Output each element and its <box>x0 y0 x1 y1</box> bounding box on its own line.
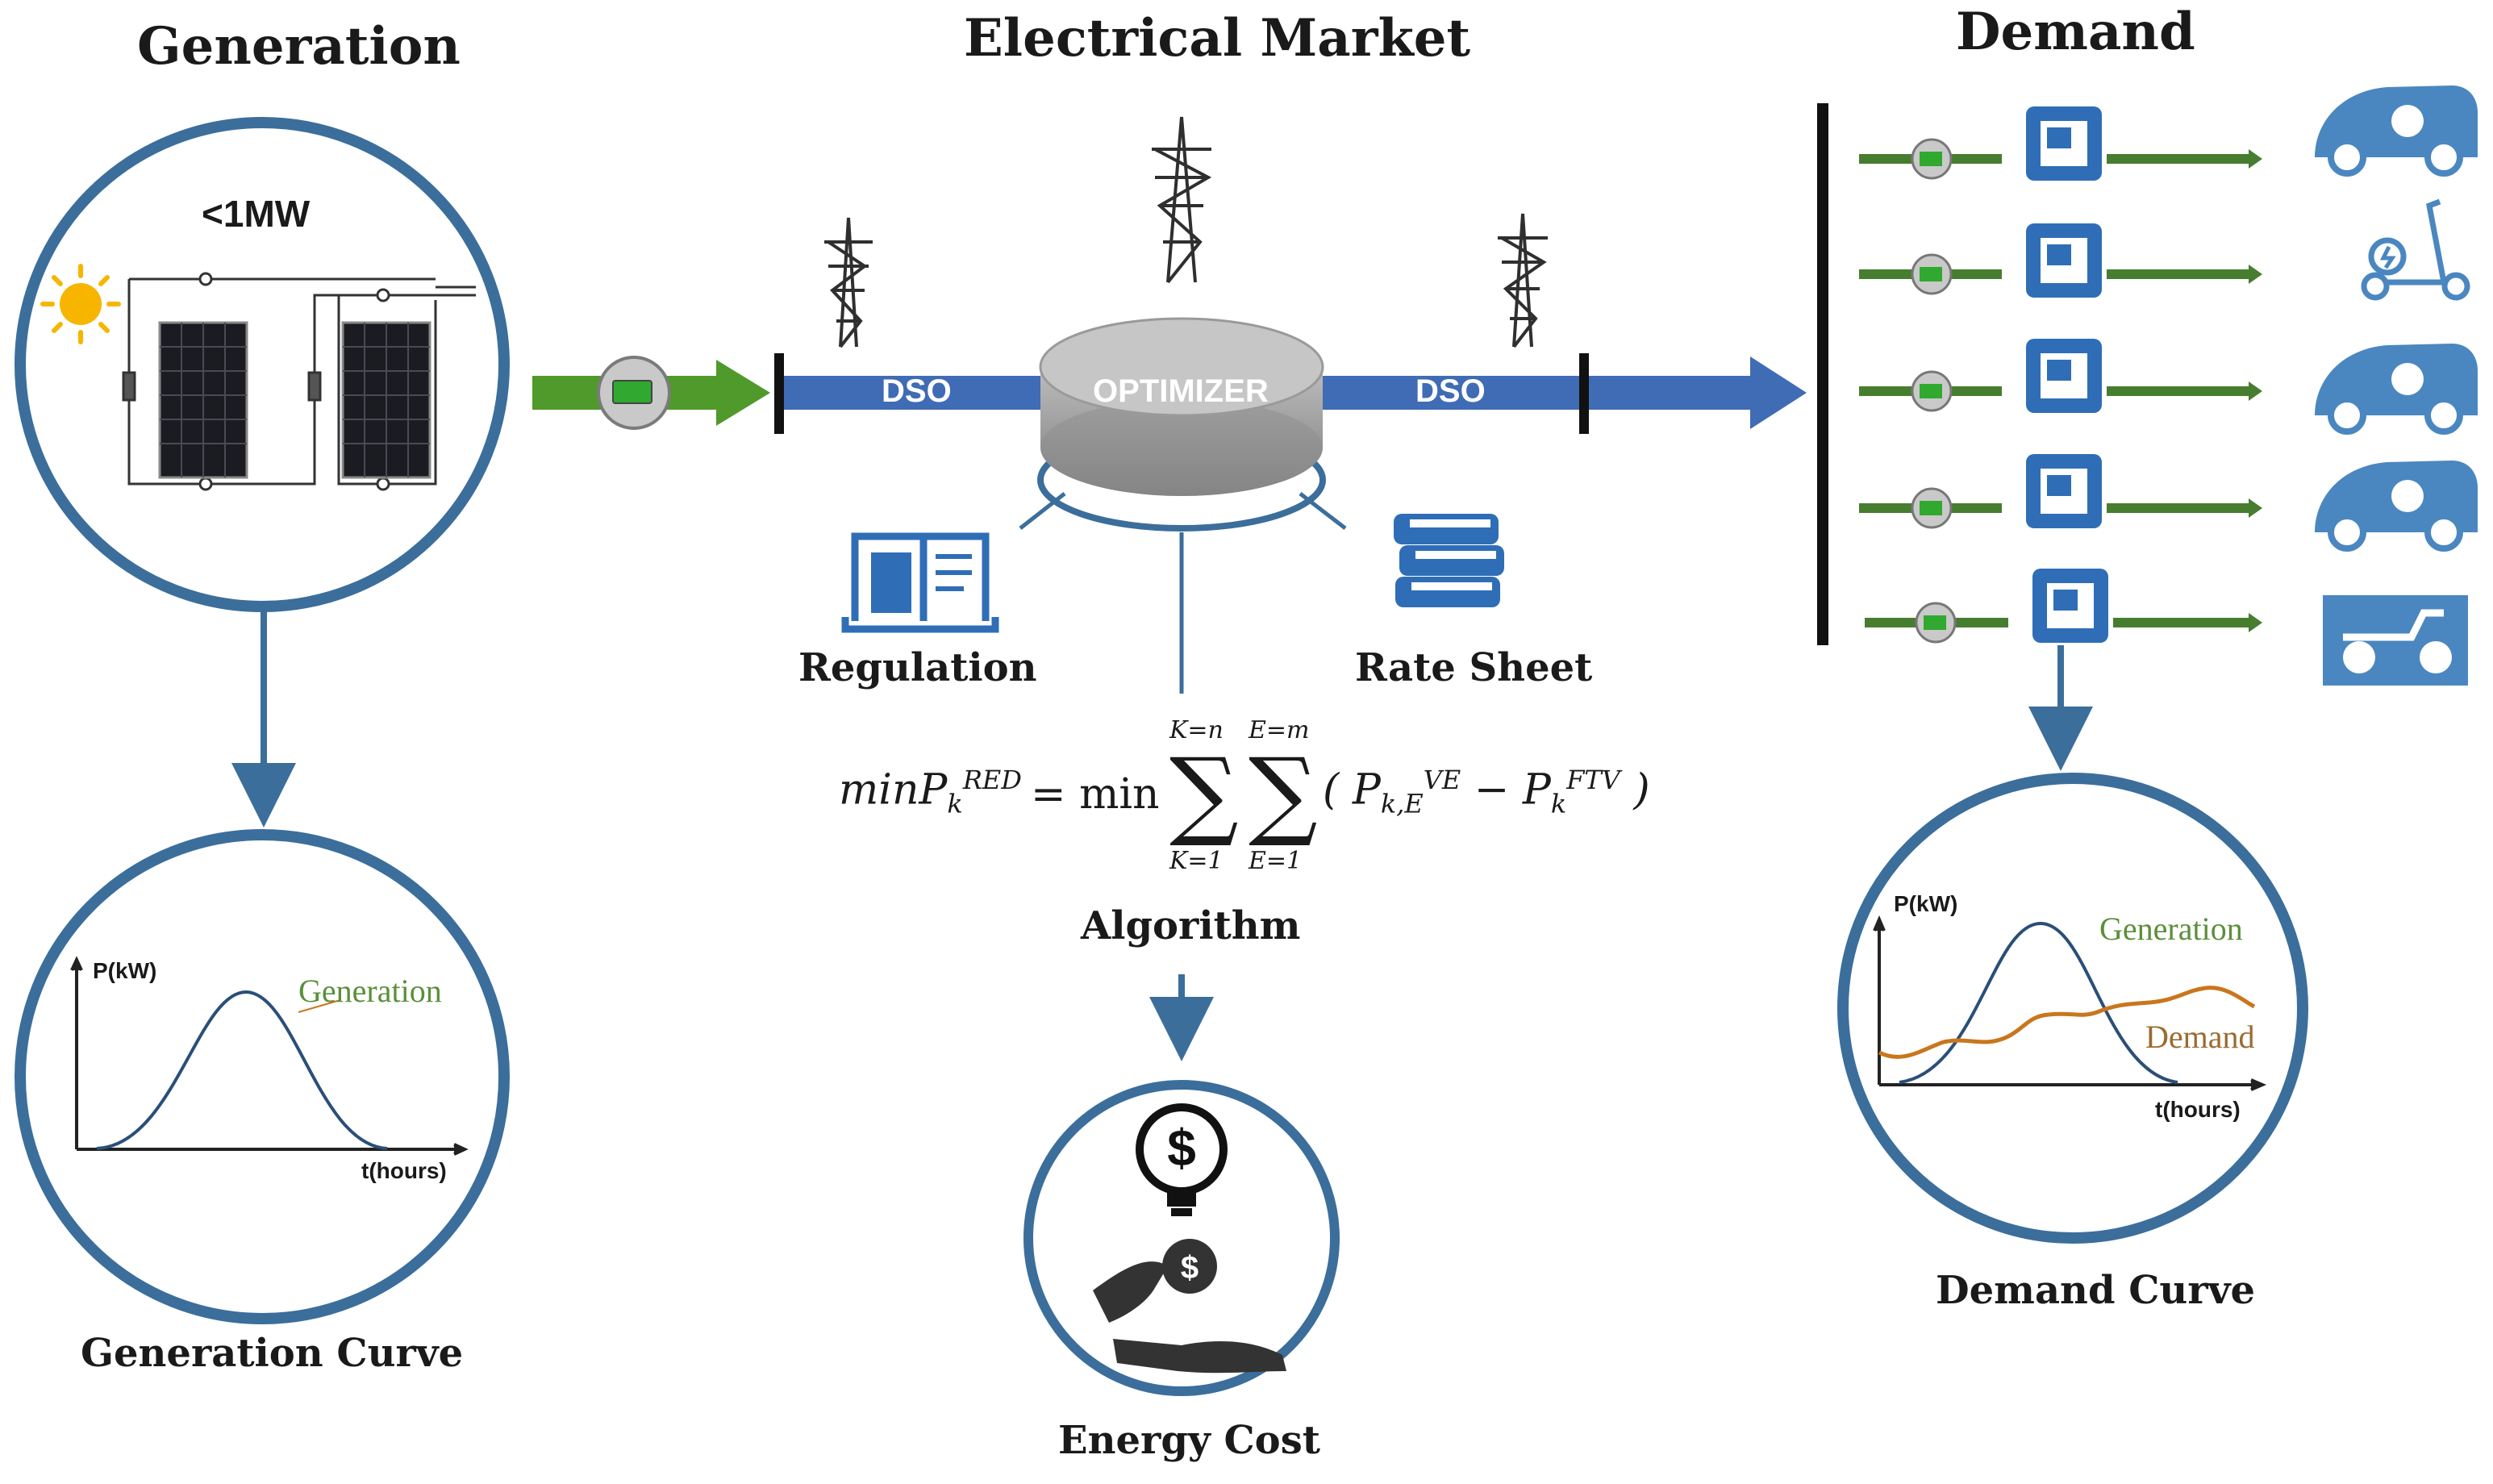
gen-curve-series-label: Generation <box>298 973 442 1009</box>
dso-left-label: DSO <box>882 373 952 409</box>
transmission-tower-icon <box>824 217 873 348</box>
algorithm-label: Algorithm <box>1081 903 1301 948</box>
sum1-upper-limit: K=n <box>1169 716 1224 744</box>
transmission-tower-icon <box>1498 213 1548 348</box>
gen-curve-y-axis-label: P(kW) <box>93 958 157 983</box>
charging-station-icon <box>2026 454 2102 528</box>
pv-capacity-label: <1MW <box>202 193 311 235</box>
generation-label-leader <box>298 999 341 1013</box>
bus-breaker-right <box>1579 353 1589 434</box>
demand-curve-line <box>1878 986 2256 1059</box>
pv-feed-arrow-head <box>716 360 770 426</box>
load-row <box>1859 370 2262 412</box>
demand-curve-generation-label: Generation <box>2099 911 2243 947</box>
hands-coin-icon: $ <box>1093 1239 1286 1374</box>
generation-curve-circle <box>15 829 510 1324</box>
market-heading: Electrical Market <box>964 8 1471 69</box>
pv-circuit-wires <box>122 272 476 491</box>
gen-curve-x-axis-label: t(hours) <box>361 1158 447 1183</box>
charging-station-icon <box>2026 223 2102 298</box>
load-row <box>1865 602 2262 644</box>
generation-curve-line <box>96 990 388 1150</box>
solar-panel-icon <box>158 321 431 479</box>
energy-meter-icon <box>597 356 671 430</box>
rate-sheet-label: Rate Sheet <box>1355 645 1593 690</box>
regulation-label: Regulation <box>798 645 1037 690</box>
demand-curve-y-axis-label: P(kW) <box>1894 891 1958 916</box>
sum2-upper-limit: E=m <box>1249 716 1310 744</box>
transmission-tower-icon <box>1152 116 1212 284</box>
dso-bus-right <box>1315 376 1581 410</box>
generation-curve-axes <box>70 956 469 1156</box>
charging-station-icon <box>2026 339 2102 413</box>
demand-curve-x-axis-label: t(hours) <box>2155 1097 2241 1122</box>
optimizer-label: OPTIMIZER <box>1093 373 1269 409</box>
car-icon <box>2315 344 2478 435</box>
dso-bus-left <box>778 376 1053 410</box>
sum2-lower-limit: E=1 <box>1249 847 1303 875</box>
optimizer-connector-lines <box>1019 492 1347 694</box>
car-icon <box>2315 85 2478 177</box>
motorcycle-icon <box>2323 595 2468 686</box>
books-stack-icon <box>1394 514 1504 607</box>
demand-curve-axes <box>1873 915 2267 1091</box>
formula-term: ( Pk,EVE − PkFTV ) <box>1323 765 1650 819</box>
charging-station-icon <box>2032 569 2108 643</box>
demand-heading: Demand <box>1956 2 2195 62</box>
dso-right-label: DSO <box>1415 373 1486 409</box>
load-row <box>1859 487 2262 529</box>
bus-arrow-head <box>1750 356 1807 429</box>
generation-heading: Generation <box>137 16 461 77</box>
sum1-lower-limit: K=1 <box>1169 847 1224 875</box>
svg-text:$: $ <box>1181 1250 1199 1286</box>
car-icon <box>2315 461 2478 552</box>
bus-arrow-shaft <box>1581 376 1754 410</box>
optimizer-cylinder <box>1037 317 1326 531</box>
energy-cost-label: Energy Cost <box>1058 1418 1320 1463</box>
demand-curve-circle <box>1837 773 2308 1244</box>
demand-busbar <box>1817 103 1828 645</box>
demand-curve-caption: Demand Curve <box>1936 1268 2256 1313</box>
load-row <box>1859 253 2262 295</box>
charging-station-icon <box>2026 106 2102 181</box>
sum1-symbol: ∑ <box>1169 738 1239 850</box>
scooter-icon <box>2361 198 2470 301</box>
formula-equals-min: = min <box>1031 770 1160 819</box>
sun-icon <box>40 264 121 344</box>
bus-breaker-left <box>774 353 784 434</box>
load-row <box>1859 138 2262 180</box>
formula-lhs: minPkRED <box>839 765 1022 819</box>
demand-curve-demand-label: Demand <box>2145 1019 2255 1055</box>
sum2-symbol: ∑ <box>1249 738 1318 850</box>
book-icon <box>841 532 999 633</box>
svg-text:$: $ <box>1167 1119 1196 1177</box>
generation-curve-caption: Generation Curve <box>81 1331 464 1376</box>
lightbulb-dollar-icon: $ <box>1136 1103 1228 1216</box>
